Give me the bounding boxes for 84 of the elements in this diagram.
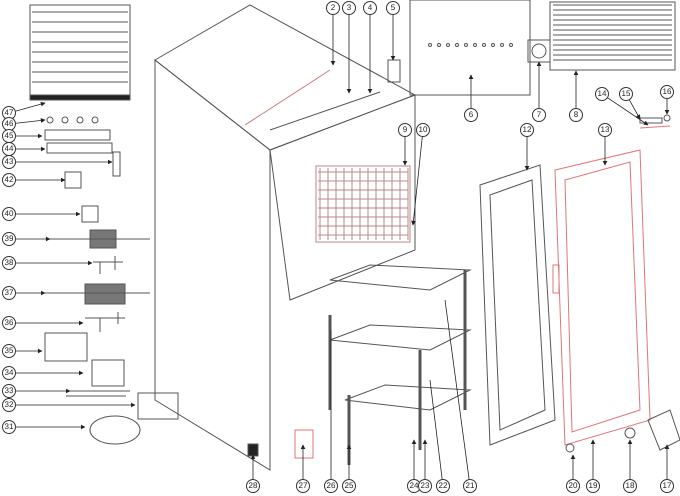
callout-number: 45	[2, 129, 16, 143]
callout-number: 46	[2, 117, 16, 131]
leader-line	[664, 444, 670, 480]
leader-line	[16, 348, 43, 354]
callout-number: 42	[2, 173, 16, 187]
callout-number: 35	[2, 344, 16, 358]
leader-line	[346, 14, 352, 94]
leader-line	[430, 380, 443, 480]
leader-line	[628, 439, 632, 480]
leader-line	[411, 136, 423, 226]
leader-line	[16, 236, 51, 242]
leader-line	[16, 370, 84, 376]
leader-line	[607, 98, 648, 126]
callout-number: 31	[2, 420, 16, 434]
callout-number: 25	[342, 479, 356, 493]
callout-number: 15	[619, 87, 633, 101]
callout-number: 16	[660, 85, 674, 99]
callout-number: 27	[296, 479, 310, 493]
leader-line	[368, 14, 372, 94]
callout-number: 23	[418, 479, 432, 493]
leader-line	[16, 212, 81, 216]
leader-line	[300, 444, 306, 480]
callout-number: 8	[569, 108, 583, 122]
callout-number: 33	[2, 384, 16, 398]
leader-line	[330, 330, 332, 480]
callout-number: 44	[2, 142, 16, 156]
callout-number: 36	[2, 316, 16, 330]
callout-number: 26	[324, 479, 338, 493]
callout-number: 13	[598, 123, 612, 137]
leader-line	[16, 424, 86, 430]
callout-number: 43	[2, 155, 16, 169]
callout-number: 22	[436, 479, 450, 493]
leader-line	[390, 14, 396, 61]
leader-line	[444, 300, 470, 480]
leader-line	[15, 102, 46, 112]
callout-number: 24	[407, 479, 421, 493]
leader-line	[16, 260, 93, 266]
callout-number: 28	[246, 479, 260, 493]
leader-line	[16, 118, 46, 124]
leader-line	[16, 178, 66, 182]
leader-line	[16, 290, 46, 296]
callout-number: 37	[2, 286, 16, 300]
callout-number: 7	[532, 108, 546, 122]
leader-line	[468, 74, 474, 108]
leader-line	[590, 439, 596, 480]
callout-number: 4	[363, 1, 377, 15]
leader-line	[250, 454, 256, 480]
leader-line	[346, 444, 352, 480]
callout-number: 19	[586, 479, 600, 493]
leader-line	[629, 100, 640, 120]
callout-number: 40	[2, 207, 16, 221]
callout-number: 2	[326, 1, 340, 15]
leader-line	[570, 454, 576, 480]
leader-line	[536, 61, 542, 108]
callout-number: 32	[2, 398, 16, 412]
leader-line	[412, 439, 416, 480]
leader-line	[664, 98, 670, 115]
leader-line	[402, 136, 408, 166]
callout-number: 39	[2, 232, 16, 246]
leader-line	[602, 136, 608, 166]
leader-line	[524, 136, 530, 171]
leader-line	[330, 14, 336, 66]
leader-line	[574, 70, 578, 108]
callout-number: 18	[623, 479, 637, 493]
callout-number: 38	[2, 256, 16, 270]
leader-line	[16, 402, 136, 408]
callout-number: 14	[595, 87, 609, 101]
leader-line	[16, 388, 71, 394]
callout-number: 9	[398, 123, 412, 137]
callout-number: 47	[2, 106, 16, 120]
callout-number: 3	[342, 1, 356, 15]
leader-line	[422, 439, 428, 480]
callout-number: 20	[566, 479, 580, 493]
callout-number: 34	[2, 366, 16, 380]
leader-line	[16, 134, 43, 138]
callout-number: 12	[520, 123, 534, 137]
leader-line	[16, 160, 113, 164]
leader-line	[16, 146, 46, 152]
callout-number: 21	[463, 479, 477, 493]
callout-number: 6	[464, 108, 478, 122]
callout-number: 10	[416, 123, 430, 137]
leader-line	[16, 320, 84, 326]
callout-number: 5	[386, 1, 400, 15]
callout-number: 17	[660, 479, 674, 493]
